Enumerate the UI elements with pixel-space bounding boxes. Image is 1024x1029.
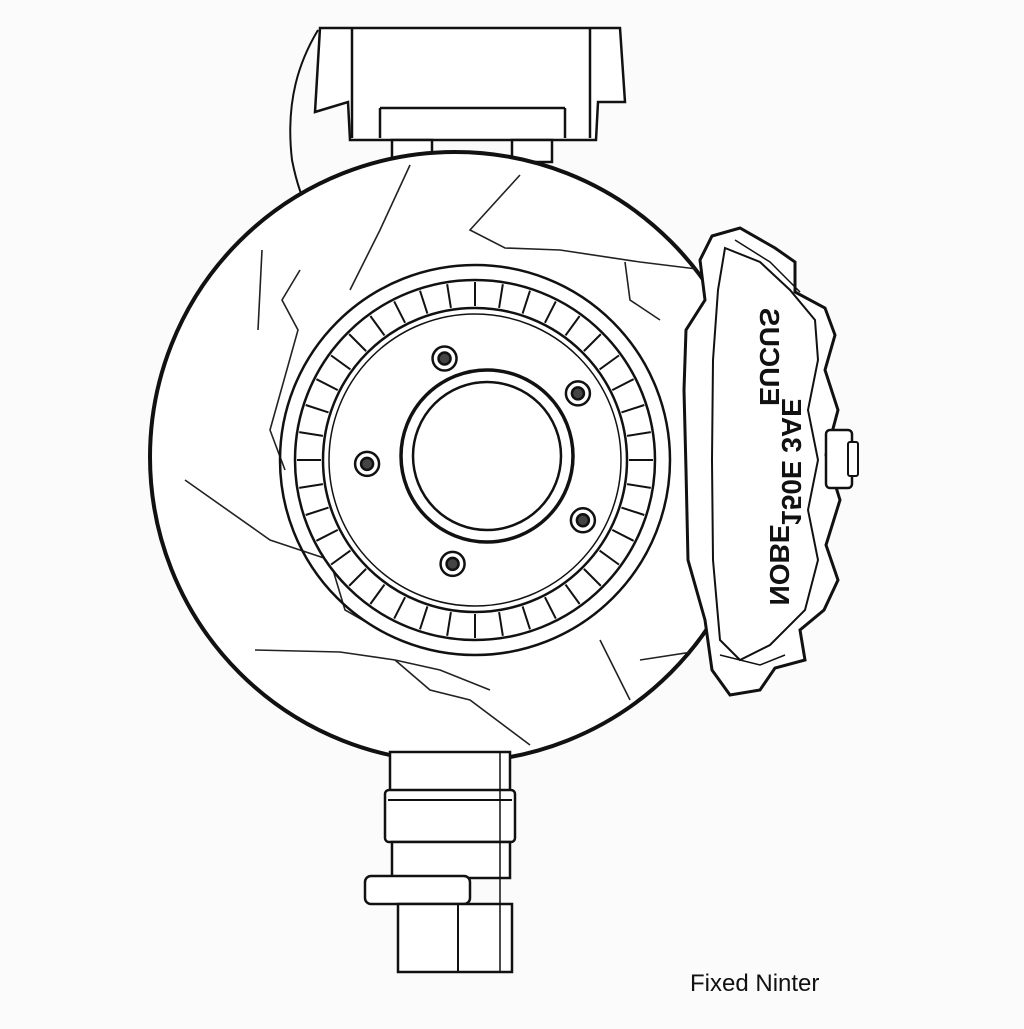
vent-slot — [393, 596, 406, 620]
vent-slot — [521, 606, 531, 630]
vent-slot — [544, 300, 557, 324]
vent-slots — [297, 282, 653, 638]
vent-slot — [611, 529, 635, 542]
shaft-clamp — [363, 874, 472, 906]
vent-slot — [611, 378, 635, 391]
vent-slot — [446, 611, 452, 636]
disc-cracks — [184, 164, 706, 746]
caliper-marking-2: 150E 3AE — [776, 398, 807, 526]
vent-slot — [583, 568, 602, 587]
vent-slot — [498, 284, 504, 309]
lug-holes — [353, 345, 597, 578]
vent-slot — [315, 529, 339, 542]
vent-slot — [498, 611, 504, 636]
caliper-marking-1: EUCUS — [754, 308, 785, 406]
vent-slot — [419, 606, 429, 630]
vent-slot — [299, 431, 324, 437]
vent-slot — [369, 315, 386, 336]
lug-hole-inner — [437, 351, 452, 366]
vent-slot — [599, 354, 620, 371]
caliper-marking-3: NOBE — [764, 525, 795, 606]
vent-slot — [369, 584, 386, 605]
vent-slot — [583, 333, 602, 352]
vent-slot — [544, 596, 557, 620]
brake-disc — [148, 150, 762, 764]
vent-slot — [330, 354, 351, 371]
vent-slot — [393, 300, 406, 324]
lug-hole-inner — [570, 386, 586, 401]
center-bore — [411, 380, 563, 532]
vent-slot — [348, 333, 367, 352]
vent-slot — [348, 568, 367, 587]
vent-slot — [446, 284, 452, 309]
vent-slot — [626, 483, 651, 489]
lug-hole-inner — [359, 456, 375, 472]
vent-slot — [305, 506, 329, 516]
lug-hole-inner — [445, 556, 460, 572]
diagram-caption: Fixed Ninter — [690, 970, 820, 997]
vent-slot — [521, 290, 531, 314]
vent-slot — [621, 404, 645, 414]
lug-hole-inner — [575, 513, 591, 528]
vent-slot — [305, 404, 329, 414]
vent-slot — [621, 506, 645, 516]
vent-slot — [315, 378, 339, 391]
brake-caliper — [682, 226, 859, 697]
vent-slot — [564, 315, 581, 336]
vent-slot — [599, 549, 620, 566]
vent-slot — [419, 290, 429, 314]
upper-mount-bracket — [289, 26, 627, 213]
lower-shaft — [363, 750, 517, 974]
vent-slot — [626, 431, 651, 437]
vent-slot — [330, 549, 351, 566]
caliper-markings: EUCUS 150E 3AE NOBE — [754, 308, 807, 605]
vent-slot — [564, 584, 581, 605]
vent-slot — [299, 483, 324, 489]
